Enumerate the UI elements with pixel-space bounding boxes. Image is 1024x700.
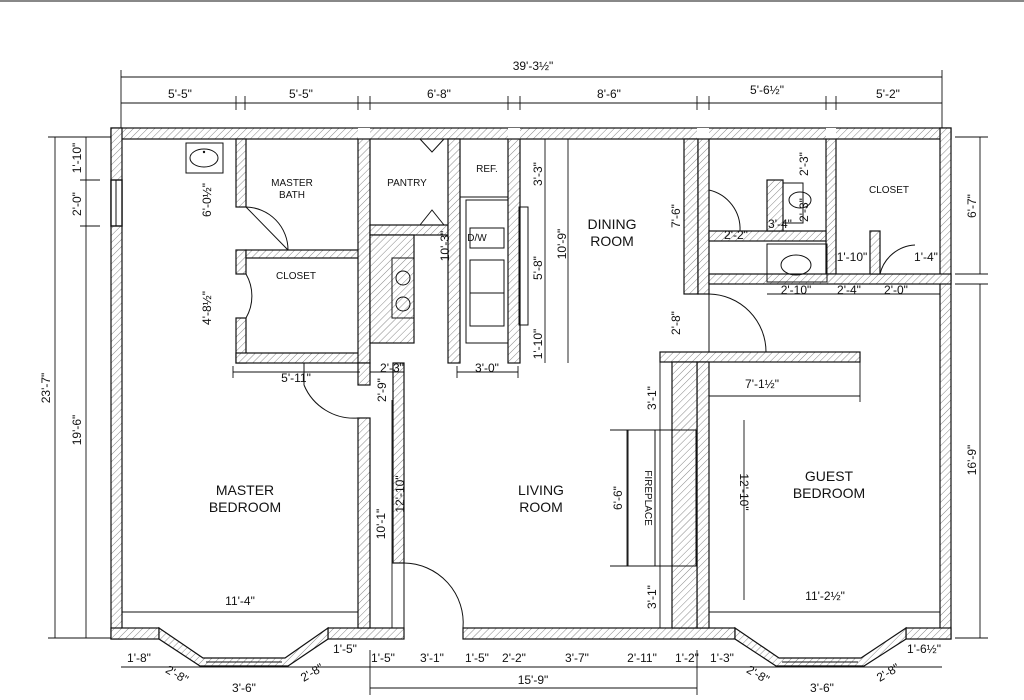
dim-bottom-2: 2'-8": [163, 662, 191, 686]
dim-dining-b: 5'-8": [531, 256, 545, 280]
dim-bottom-17: 1'-6½": [907, 642, 941, 656]
room-label-closet-master: CLOSET: [276, 271, 316, 282]
dim-bottom-12: 1'-2": [675, 651, 699, 665]
dim-dining-a: 3'-3": [531, 162, 545, 186]
dim-kitchen-width: 3'-0": [475, 361, 499, 375]
dimension-lines: [48, 70, 988, 695]
dim-master-width: 11'-4": [225, 594, 255, 608]
room-label-guest-bedroom-2: BEDROOM: [793, 485, 865, 501]
room-label-living-1: LIVING: [518, 482, 564, 498]
dim-top-5: 5'-6½": [750, 83, 784, 97]
room-label-dining-1: DINING: [588, 216, 637, 232]
labels: MASTER BATH PANTRY REF. D/W DINING ROOM …: [39, 59, 979, 695]
dim-right-top: 6'-7": [965, 194, 979, 218]
room-label-master-bedroom-1: MASTER: [216, 482, 274, 498]
dim-fireplace-c: 3'-1": [645, 585, 659, 609]
dim-bottom-13: 1'-3": [710, 651, 734, 665]
room-label-pantry: PANTRY: [387, 178, 427, 189]
dim-dining-c: 1'-10": [531, 329, 545, 360]
room-label-dining-2: ROOM: [590, 233, 634, 249]
bay-window-right: [734, 626, 907, 667]
room-label-master-bath-2: BATH: [279, 190, 305, 201]
room-label-fireplace: FIREPLACE: [642, 470, 653, 526]
room-label-ref: REF.: [476, 164, 498, 175]
dim-dining-e: 7'-6": [669, 204, 683, 228]
dim-fireplace-b: 6'-6": [611, 486, 625, 510]
room-label-living-2: ROOM: [519, 499, 563, 515]
dim-living-height: 12'-10": [393, 475, 407, 512]
bay-window-left: [158, 626, 329, 667]
dim-living-lower: 10'-1": [374, 509, 388, 540]
dim-bath2-b: 3'-4": [768, 217, 792, 231]
interior-walls: [235, 138, 952, 629]
dim-bottom-5: 1'-5": [333, 642, 357, 656]
fixtures: [185, 138, 828, 567]
dim-bath2-a: 2'-3": [797, 152, 811, 176]
dim-top-2: 5'-5": [289, 87, 313, 101]
dim-guest-height: 12'-10": [737, 473, 751, 510]
dim-bath-height: 6'-0½": [200, 183, 214, 217]
dim-guest-width: 7'-1½": [745, 377, 779, 391]
dim-dining-d: 10'-9": [555, 229, 569, 260]
dim-bath2-f: 2'-0": [884, 283, 908, 297]
dim-left-bedroom: 19'-6": [70, 415, 84, 446]
doors: [245, 138, 916, 629]
dim-bottom-7: 3'-1": [420, 651, 444, 665]
room-label-guest-bedroom-1: GUEST: [805, 468, 854, 484]
room-label-dw: D/W: [467, 233, 487, 244]
dim-bath2-c: 2'-2": [724, 228, 748, 242]
dim-master-closet-width: 5'-11": [281, 371, 311, 385]
room-label-closet-upper: CLOSET: [869, 185, 909, 196]
dim-bottom-14: 2'-8": [744, 662, 772, 686]
dim-bottom-9: 2'-2": [502, 651, 526, 665]
dim-bath2-d: 2'-10": [781, 283, 812, 297]
dim-top-4: 8'-6": [597, 87, 621, 101]
dim-bottom-6: 1'-5": [371, 651, 395, 665]
dim-bath2-h: 1'-4": [914, 250, 938, 264]
room-label-master-bath-1: MASTER: [271, 178, 313, 189]
dim-bath2-g: 1'-10": [837, 250, 868, 264]
dim-hall-a: 2'-3": [380, 361, 404, 375]
dim-overall-width: 39'-3½": [513, 59, 554, 73]
dim-left-overall: 23'-7": [39, 373, 53, 404]
dim-kitchen-height: 10'-3": [438, 231, 452, 262]
dim-bottom-16: 2'-8": [874, 660, 902, 684]
dim-closet-height: 4'-8½": [200, 291, 214, 325]
dim-top-6: 5'-2": [876, 87, 900, 101]
room-label-master-bedroom-2: BEDROOM: [209, 499, 281, 515]
dim-bottom-11: 2'-11": [627, 651, 657, 665]
dim-top-1: 5'-5": [168, 87, 192, 101]
dim-bottom-overall: 15'-9": [518, 673, 549, 687]
dim-bottom-1: 1'-8": [127, 651, 151, 665]
dim-left-seg-1: 1'-10": [70, 143, 84, 174]
dim-bottom-10: 3'-7": [565, 651, 589, 665]
dim-bottom-3: 3'-6": [232, 681, 256, 695]
exterior-walls: [110, 127, 952, 640]
dim-left-seg-2: 2'-0": [70, 192, 84, 216]
dim-fireplace-a: 3'-1": [645, 386, 659, 410]
dim-hall-b: 2'-9": [375, 378, 389, 402]
dim-top-3: 6'-8": [427, 87, 451, 101]
dim-bath2-e: 2'-4": [837, 283, 861, 297]
dim-bottom-8: 1'-5": [465, 651, 489, 665]
dim-bottom-4: 2'-8": [298, 660, 326, 684]
dim-right-bottom: 16'-9": [965, 445, 979, 476]
dim-guest-bottom: 11'-2½": [805, 589, 845, 603]
dim-bath2-i: 2'-3": [797, 198, 811, 222]
dim-dining-f: 2'-8": [669, 311, 683, 335]
dim-bottom-15: 3'-6": [810, 681, 834, 695]
